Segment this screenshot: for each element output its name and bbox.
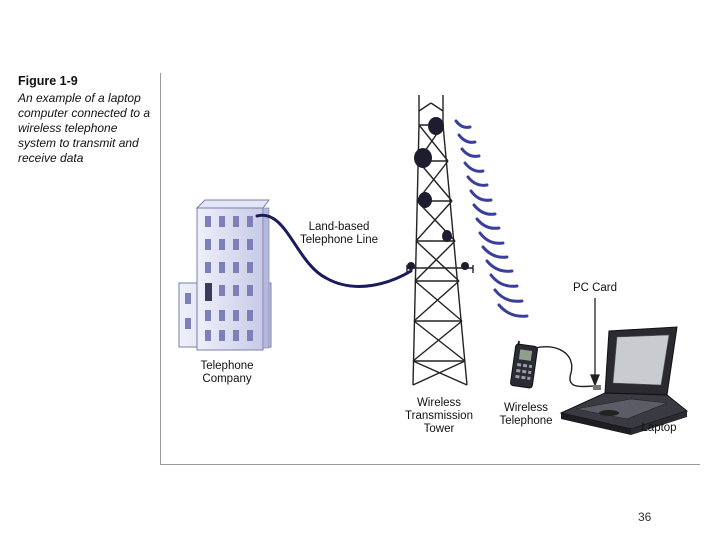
page-number: 36 [638, 510, 652, 524]
pc-card-arrow-icon [590, 298, 600, 387]
figure-title: Figure 1-9 [18, 74, 78, 88]
figure-caption: Figure 1-9 An example of a laptop comput… [18, 74, 158, 166]
laptop-icon [559, 326, 689, 435]
radio-waves-icon [454, 119, 529, 318]
figure-frame: Land-based Telephone Line Telephone Comp… [160, 73, 700, 465]
figure-description: An example of a laptop computer connecte… [18, 91, 151, 165]
label-telephone-company: Telephone Company [200, 360, 254, 385]
label-tower: Wireless Transmission Tower [405, 397, 473, 435]
label-land-line: Land-based Telephone Line [299, 221, 378, 246]
wireless-phone-icon [510, 340, 538, 389]
telephone-line-icon [255, 213, 413, 288]
label-pc-card: PC Card [572, 282, 618, 294]
phone-cable-icon [534, 346, 594, 388]
building-icon [178, 199, 272, 351]
diagram-svg [178, 95, 689, 435]
label-laptop: Laptop [641, 422, 677, 434]
tower-icon [406, 95, 474, 386]
label-wireless-phone: Wireless Telephone [499, 402, 553, 427]
